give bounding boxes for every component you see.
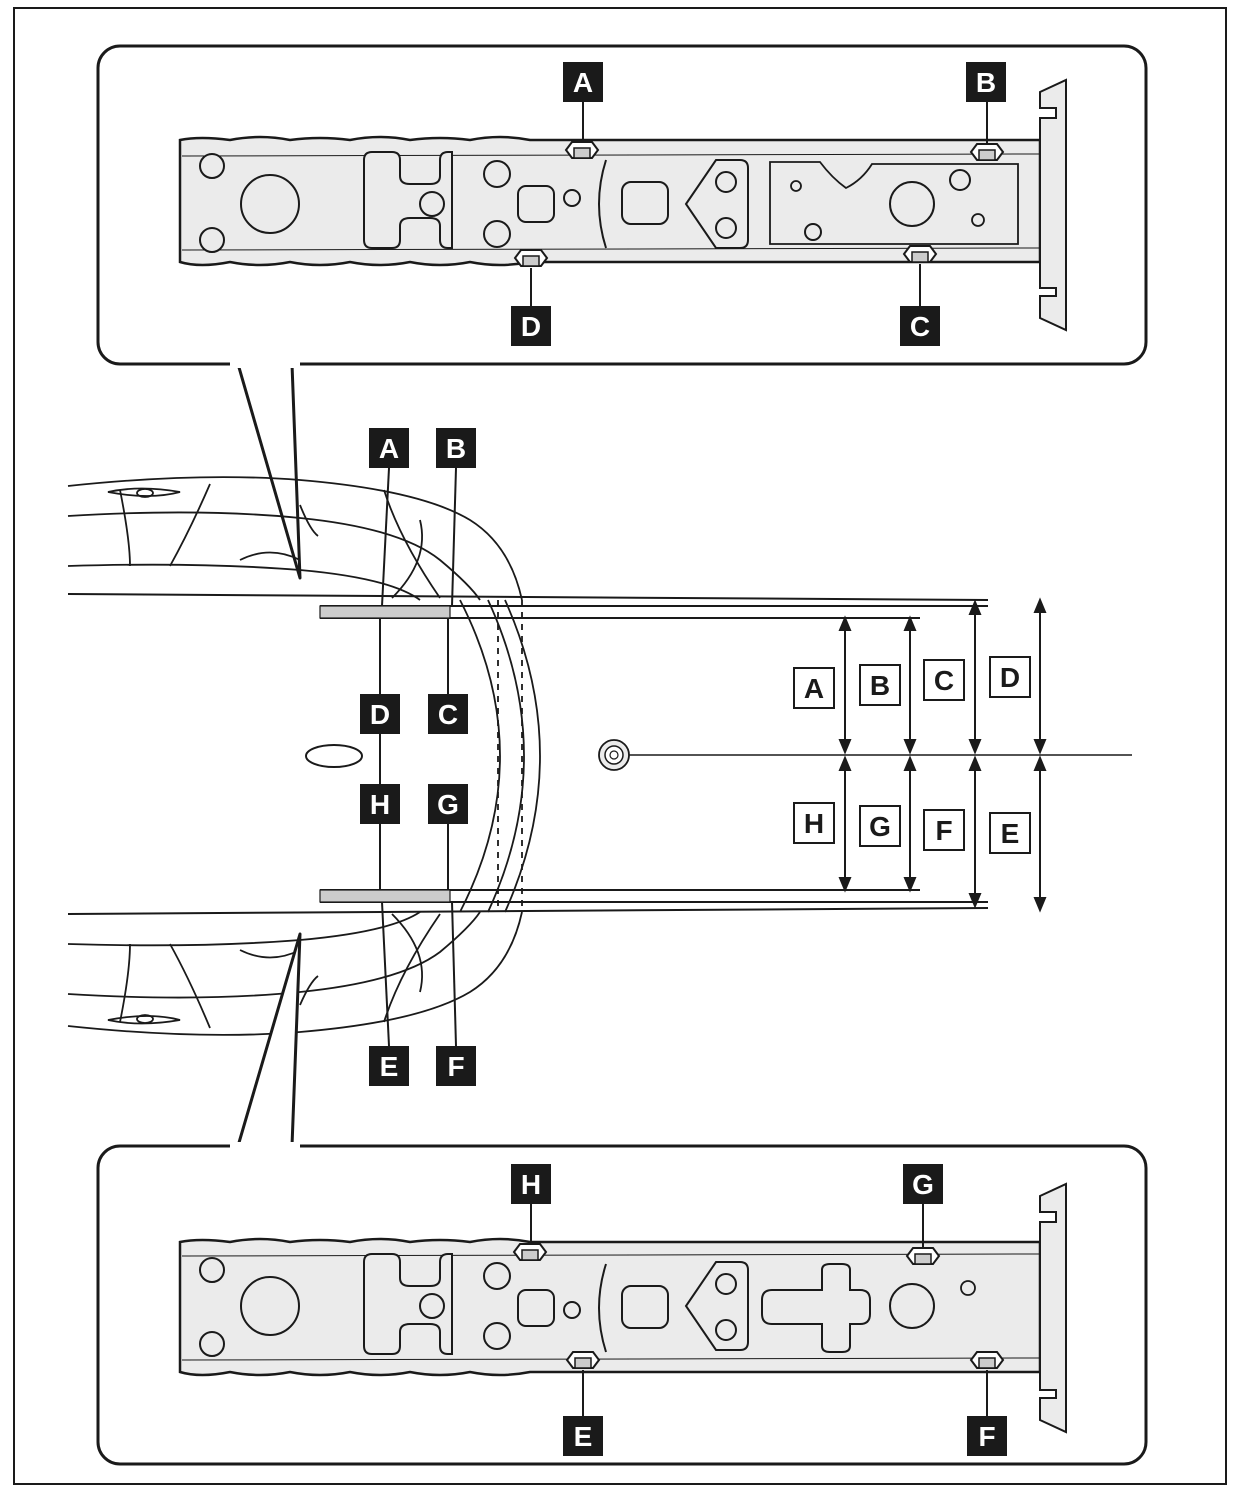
dimension-arrows bbox=[838, 597, 1047, 913]
dim-label-B: B bbox=[859, 664, 901, 706]
vehicle-outline-lower bbox=[67, 911, 523, 1036]
bolt-label-text: B bbox=[976, 67, 996, 98]
point-label-text: H bbox=[370, 789, 390, 820]
dim-label-A: A bbox=[793, 667, 835, 709]
vehicle-outline-upper bbox=[67, 476, 523, 601]
dim-label-D: D bbox=[989, 656, 1031, 698]
dimension-label-text: A bbox=[804, 673, 824, 704]
top-callout-pointer bbox=[236, 363, 302, 580]
dimension-label-text: G bbox=[869, 811, 891, 842]
top-bolt-label-B: B bbox=[966, 62, 1006, 102]
vehicle-overview: A B D C H G E F A B C D H G F E bbox=[67, 428, 1132, 1086]
dimension-label-text: E bbox=[1001, 818, 1020, 849]
leader-lines bbox=[379, 467, 457, 1047]
bolt-label-text: D bbox=[521, 311, 541, 342]
bolt-label-text: F bbox=[978, 1421, 995, 1452]
dimension-label-text: D bbox=[1000, 662, 1020, 693]
point-label-text: C bbox=[438, 699, 458, 730]
point-label-text: F bbox=[447, 1051, 464, 1082]
point-label-text: G bbox=[437, 789, 459, 820]
overview-label-A: A bbox=[369, 428, 409, 468]
bolt-nut-icon bbox=[969, 1351, 1005, 1369]
point-label-text: D bbox=[370, 699, 390, 730]
bolt-label-text: C bbox=[910, 311, 930, 342]
bolt-nut-icon bbox=[565, 1351, 601, 1369]
dimension-label-text: F bbox=[935, 815, 952, 846]
bolt-nut-icon bbox=[564, 141, 600, 159]
dim-label-E: E bbox=[989, 812, 1031, 854]
dim-label-H: H bbox=[793, 802, 835, 844]
overview-label-B: B bbox=[436, 428, 476, 468]
dim-label-F: F bbox=[923, 809, 965, 851]
overview-label-D: D bbox=[360, 694, 400, 734]
bumper-curves bbox=[459, 599, 541, 913]
center-reference-point bbox=[598, 739, 1132, 771]
bottom-bolt-label-H: H bbox=[511, 1164, 551, 1204]
bolt-nut-icon bbox=[902, 245, 938, 263]
bolt-label-text: E bbox=[574, 1421, 593, 1452]
bottom-bolt-label-E: E bbox=[563, 1416, 603, 1456]
top-bolt-label-A: A bbox=[563, 62, 603, 102]
bolt-nut-icon bbox=[513, 249, 549, 267]
bottom-crossmember bbox=[178, 1182, 1067, 1434]
top-bolt-label-D: D bbox=[511, 306, 551, 346]
frame-rails bbox=[67, 593, 989, 915]
point-label-text: E bbox=[380, 1051, 399, 1082]
bolt-nut-icon bbox=[512, 1243, 548, 1261]
top-callout: A B D C bbox=[96, 44, 1148, 580]
top-crossmember bbox=[178, 78, 1067, 332]
point-label-text: B bbox=[446, 433, 466, 464]
bolt-label-text: H bbox=[521, 1169, 541, 1200]
point-label-text: A bbox=[379, 433, 399, 464]
bottom-bolt-label-F: F bbox=[967, 1416, 1007, 1456]
bottom-bolts bbox=[512, 1204, 1005, 1416]
bolt-nut-icon bbox=[905, 1247, 941, 1265]
bolt-label-text: A bbox=[573, 67, 593, 98]
dimension-label-text: C bbox=[934, 665, 954, 696]
overview-label-H: H bbox=[360, 784, 400, 824]
top-bolt-label-C: C bbox=[900, 306, 940, 346]
overview-label-G: G bbox=[428, 784, 468, 824]
dimension-label-text: B bbox=[870, 670, 890, 701]
bolt-label-text: G bbox=[912, 1169, 934, 1200]
bottom-callout: H G E F bbox=[96, 932, 1148, 1466]
bolt-nut-icon bbox=[969, 143, 1005, 161]
bottom-bolt-label-G: G bbox=[903, 1164, 943, 1204]
overview-label-C: C bbox=[428, 694, 468, 734]
bottom-callout-pointer bbox=[236, 932, 302, 1147]
dim-label-G: G bbox=[859, 805, 901, 847]
tow-hook-hole bbox=[305, 744, 363, 768]
top-bolts bbox=[513, 100, 1005, 306]
overview-label-E: E bbox=[369, 1046, 409, 1086]
dimension-label-text: H bbox=[804, 808, 824, 839]
overview-label-F: F bbox=[436, 1046, 476, 1086]
dim-label-C: C bbox=[923, 659, 965, 701]
